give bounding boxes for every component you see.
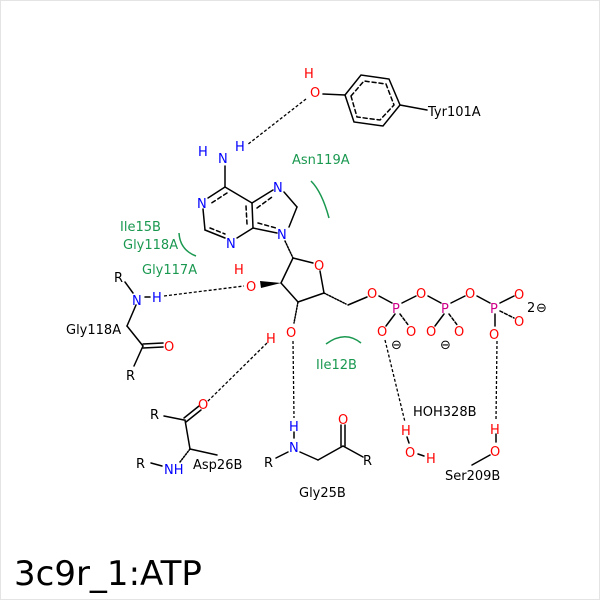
atom-o: O	[246, 280, 256, 295]
atom-o: O	[514, 288, 524, 303]
atom-h: H	[266, 332, 276, 347]
hbond	[384, 339, 406, 423]
residue-label-tyr101a: Tyr101A	[427, 105, 481, 120]
charge-minus: ⊖	[536, 301, 547, 316]
atom-o: O	[426, 325, 436, 340]
charge-minus: ⊖	[440, 338, 451, 353]
ligand-ribose: O O H O H	[234, 240, 368, 347]
hydrophobic-label-gly117a: Gly117A	[142, 263, 197, 278]
residue-tyr101a: O H Tyr101A	[304, 67, 481, 127]
atom-o: O	[286, 326, 296, 341]
atom-o: O	[164, 340, 174, 355]
hydrophobic-arc	[310, 180, 330, 219]
atom-o: O	[514, 315, 524, 330]
atom-h: H	[304, 67, 314, 82]
residue-hoh328b: HOH328B H O H	[401, 405, 477, 467]
hydrophobic-contacts: Asn119A Ile15B Gly118A Gly117A Ile12B	[120, 153, 362, 373]
atom-r: R	[114, 271, 123, 286]
hydrophobic-label-ile12b: Ile12B	[316, 358, 357, 373]
atom-h: H	[235, 140, 245, 155]
ligand-adenine: N H H N N N N	[197, 140, 298, 252]
residue-label-gly118a: Gly118A	[66, 323, 121, 338]
atom-h: H	[289, 420, 299, 435]
atom-n: N	[289, 441, 299, 456]
atom-p: P	[441, 302, 449, 317]
atom-h: H	[152, 291, 162, 306]
residue-label-asp26b: Asp26B	[193, 458, 242, 473]
residue-ser209b: H O Ser209B	[445, 423, 500, 484]
atom-n: N	[197, 197, 207, 212]
atom-o: O	[310, 86, 320, 101]
atom-h: H	[401, 424, 411, 439]
atom-n: N	[226, 237, 236, 252]
hydrophobic-label-gly118a: Gly118A	[123, 238, 178, 253]
residue-label-ser209b: Ser209B	[445, 469, 500, 484]
atom-o: O	[338, 413, 348, 428]
atom-n: N	[132, 294, 142, 309]
atom-o: O	[406, 325, 416, 340]
atom-h: H	[490, 423, 500, 438]
residue-gly25b: H N R O R Gly25B	[264, 413, 372, 501]
ligand-triphosphate: O P O P O P O O O O O O O ⊖ ⊖ 2 ⊖	[367, 287, 547, 353]
atom-o: O	[377, 325, 387, 340]
residue-gly118a: R N H O R Gly118A	[66, 271, 174, 384]
atom-r: R	[126, 369, 135, 384]
hbond	[163, 285, 245, 297]
atom-n: N	[277, 228, 287, 243]
diagram-title: 3c9r_1:ATP	[14, 554, 202, 594]
charge-two: 2	[527, 301, 535, 316]
atom-o: O	[454, 325, 464, 340]
hbond	[246, 98, 307, 146]
hydrophobic-label-asn119a: Asn119A	[292, 153, 350, 168]
atom-p: P	[392, 302, 400, 317]
hbond	[495, 340, 498, 421]
hbond	[206, 342, 268, 403]
atom-h: H	[198, 145, 208, 160]
atom-o: O	[198, 398, 208, 413]
residue-asp26b: R O R NH Asp26B	[136, 398, 242, 478]
atom-n: N	[273, 181, 283, 196]
atom-r: R	[150, 408, 159, 423]
atom-p: P	[490, 302, 498, 317]
atom-r: R	[136, 457, 145, 472]
atom-n: N	[218, 152, 228, 167]
atom-o: O	[465, 287, 475, 302]
atom-nh: NH	[164, 463, 184, 478]
atom-o: O	[489, 328, 499, 343]
atom-h: H	[234, 263, 244, 278]
atom-r: R	[264, 456, 273, 471]
hydrophobic-arc	[178, 232, 197, 257]
atom-r: R	[363, 454, 372, 469]
residue-label-gly25b: Gly25B	[299, 486, 346, 501]
atom-o: O	[314, 259, 324, 274]
hbond	[292, 340, 295, 419]
atom-o: O	[405, 446, 415, 461]
atom-o: O	[490, 445, 500, 460]
atom-o: O	[416, 287, 426, 302]
atom-o: O	[367, 287, 377, 302]
atom-h: H	[426, 452, 436, 467]
charge-minus: ⊖	[391, 338, 402, 353]
hydrophobic-arc	[325, 336, 362, 345]
residue-label-hoh328b: HOH328B	[413, 405, 477, 420]
hydrophobic-label-ile15b: Ile15B	[120, 220, 161, 235]
